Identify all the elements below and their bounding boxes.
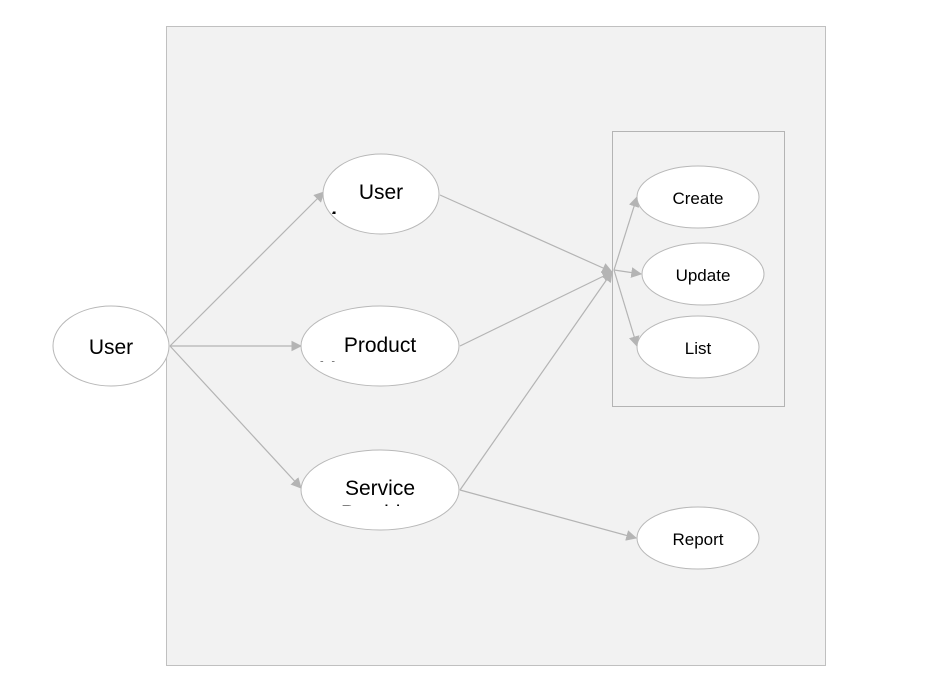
- edge-operations-to-create: [613, 195, 640, 271]
- operation-list-label: List: [685, 339, 712, 358]
- edge-product-management-to-operations: [459, 271, 613, 347]
- operation-create-label: Create: [672, 189, 723, 208]
- use-case-service-provider-hidden-line: Provider: [341, 502, 419, 525]
- edge-service-provider-to-report: [459, 489, 638, 541]
- actor-user-label: User: [89, 336, 133, 359]
- edge-operations-to-update: [613, 267, 643, 278]
- operation-report[interactable]: Report: [636, 506, 760, 570]
- use-case-product-management[interactable]: Product Management: [300, 305, 460, 387]
- edge-service-provider-to-operations: [459, 271, 613, 491]
- operation-list[interactable]: List: [636, 315, 760, 379]
- edge-operations-to-list: [613, 269, 640, 348]
- actor-user-node[interactable]: User: [52, 305, 170, 387]
- operation-report-label: Report: [672, 530, 723, 549]
- use-case-product-management-hidden-line: Management: [319, 358, 442, 381]
- use-case-product-management-label: Product: [344, 334, 417, 357]
- use-case-user-management-hidden-line: Management: [320, 208, 443, 231]
- operation-update-label: Update: [676, 266, 731, 285]
- edge-user-to-user-management: [169, 191, 325, 347]
- operation-create[interactable]: Create: [636, 165, 760, 229]
- edge-user-to-service-provider: [169, 345, 302, 489]
- use-case-user-management[interactable]: User Management: [320, 153, 443, 235]
- use-case-service-provider[interactable]: Service Provider: [300, 449, 460, 531]
- operation-update[interactable]: Update: [641, 242, 765, 306]
- edge-user-management-to-operations: [439, 194, 613, 273]
- use-case-user-management-label: User: [359, 181, 403, 204]
- use-case-service-provider-label: Service: [345, 477, 415, 500]
